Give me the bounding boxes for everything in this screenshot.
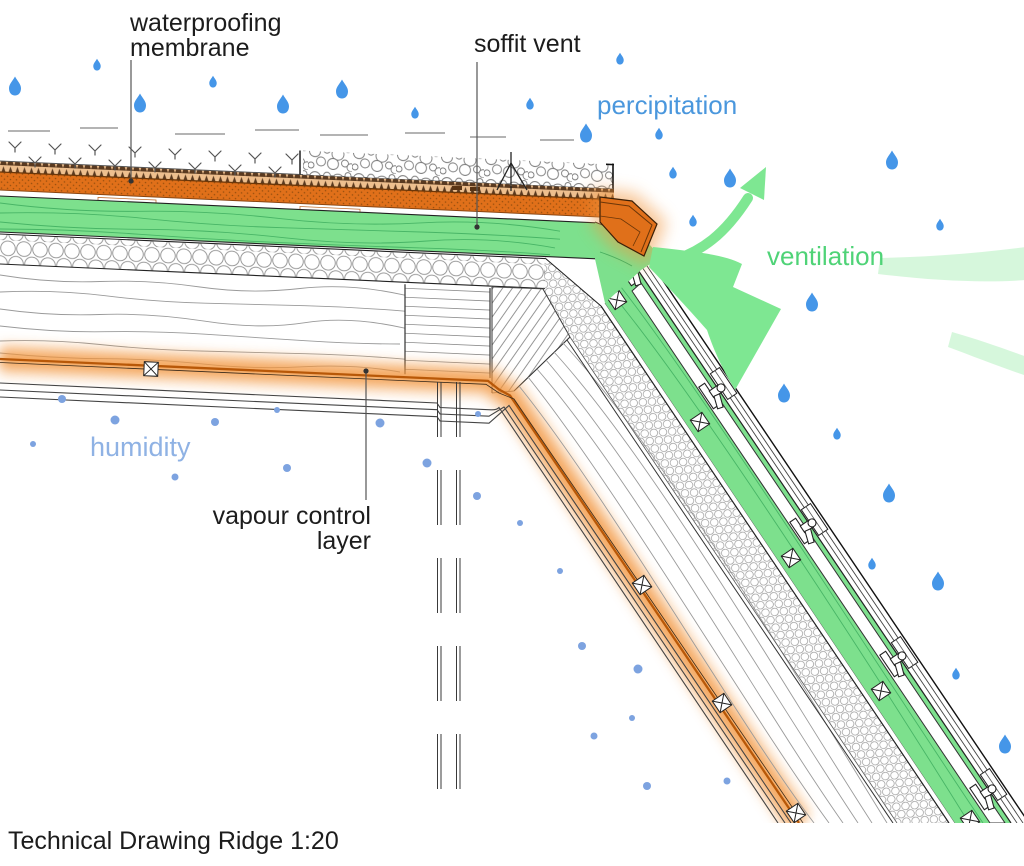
- batten-section: [143, 361, 159, 377]
- label-vapour-control-line2: layer: [317, 527, 371, 555]
- airflow-swoosh-corner: [948, 332, 1024, 375]
- ventilation-arrow-small: [663, 167, 766, 267]
- humidity-dot: [171, 473, 179, 481]
- raindrop-icon: [655, 127, 663, 140]
- raindrop-icon: [999, 734, 1011, 754]
- raindrop-icon: [778, 383, 790, 403]
- vegetation-layer: [8, 127, 574, 178]
- humidity-dot: [643, 782, 651, 790]
- raindrop-icon: [833, 427, 841, 440]
- ridge-centerlines: [437, 382, 461, 818]
- humidity-dot: [283, 464, 291, 472]
- raindrop-icon: [209, 75, 217, 88]
- raindrop-icon: [868, 557, 876, 570]
- humidity-dot: [629, 715, 635, 721]
- roof-covering-slope: [641, 259, 1024, 823]
- leader-lines: [130, 60, 478, 500]
- raindrop-icon: [580, 123, 592, 143]
- humidity-dot: [211, 418, 219, 426]
- labels: waterproofing membrane soffit vent perci…: [8, 9, 884, 855]
- wood-grain-green: [0, 202, 561, 256]
- raindrop-icon: [93, 58, 101, 71]
- label-humidity: humidity: [90, 432, 191, 462]
- fixing-plates: [452, 186, 480, 191]
- leader-dots: [128, 178, 480, 374]
- humidity-dot: [274, 407, 280, 413]
- insulation-layer-flat: [0, 233, 545, 290]
- vapour-control-layer-line: [0, 357, 804, 823]
- gravel-strip: [299, 150, 614, 189]
- label-vapour-control-line1: vapour control: [213, 502, 371, 530]
- label-waterproofing-membrane-line2: membrane: [130, 34, 250, 62]
- flat-roof-assembly: [0, 150, 614, 379]
- humidity-dots: [30, 395, 731, 790]
- humidity-dot: [473, 492, 481, 500]
- raindrop-icon: [724, 168, 736, 188]
- counter-batten-strip: [631, 282, 1006, 823]
- humidity-dot: [422, 458, 432, 468]
- humidity-dot: [475, 411, 481, 417]
- raindrop-icon: [669, 166, 677, 179]
- humidity-dot: [590, 732, 598, 740]
- humidity-dot: [375, 418, 385, 428]
- raindrop-icon: [932, 571, 944, 591]
- drawing-title: Technical Drawing Ridge 1:20: [8, 827, 339, 855]
- humidity-dot: [557, 568, 563, 574]
- ridge-fixture: [496, 152, 528, 191]
- humidity-dot: [517, 520, 523, 526]
- humidity-dot: [578, 642, 586, 650]
- raindrop-icon: [616, 52, 624, 65]
- raindrop-icon: [134, 93, 146, 113]
- raindrop-icon: [411, 106, 419, 119]
- raindrop-icon: [9, 76, 21, 96]
- humidity-dot: [30, 441, 36, 447]
- humidity-dot: [723, 777, 731, 785]
- sloped-roof-assembly: [0, 251, 1024, 823]
- insulation-corner-wedge: [543, 257, 602, 337]
- ventilation-layer-flat: [0, 195, 596, 260]
- humidity-dot: [633, 664, 643, 674]
- raindrop-icon: [936, 218, 944, 231]
- raindrop-icon: [689, 214, 697, 227]
- surface-dashes: [8, 127, 574, 141]
- raindrop-icon: [336, 79, 348, 99]
- ventilation-arrow-large: [649, 247, 781, 390]
- upstand-edging: [606, 163, 614, 189]
- ventilation-layer-slope: [605, 269, 1012, 823]
- label-ventilation: ventilation: [767, 241, 884, 271]
- label-waterproofing-membrane-line1: waterproofing: [129, 9, 281, 37]
- ridge-cap-membrane: [592, 187, 667, 268]
- raindrop-icon: [883, 483, 895, 503]
- humidity-dot: [110, 415, 120, 425]
- raindrop-icon: [277, 94, 289, 114]
- airflow-swoosh-right: [878, 247, 1024, 282]
- ventilation-airflow: [649, 167, 1024, 390]
- humidity-dot: [58, 395, 66, 403]
- raindrop-icon: [526, 97, 534, 110]
- raindrop-icon: [886, 150, 898, 170]
- raindrop-icon: [806, 292, 818, 312]
- label-soffit-vent: soffit vent: [474, 30, 581, 58]
- label-precipitation: percipitation: [597, 90, 737, 120]
- raindrop-icon: [952, 667, 960, 680]
